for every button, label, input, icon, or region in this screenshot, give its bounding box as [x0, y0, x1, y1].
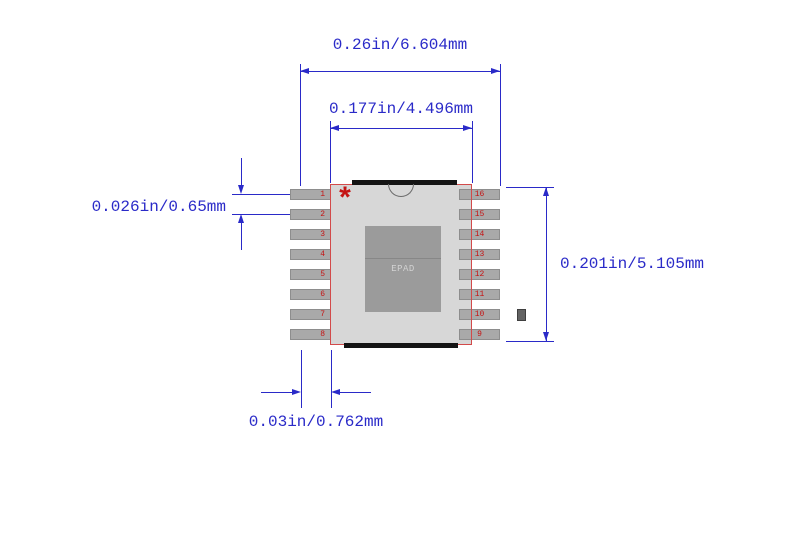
dim-arrowhead — [238, 214, 244, 223]
dim-extension-line — [300, 64, 301, 186]
pin-number: 13 — [474, 250, 485, 259]
dim-arrowhead — [292, 389, 301, 395]
pin-number: 1 — [320, 190, 325, 199]
pin-number: 4 — [320, 250, 325, 259]
dim-arrowhead — [238, 185, 244, 194]
dim-line-pin-pitch — [241, 223, 242, 250]
pin-number: 3 — [320, 230, 325, 239]
pad-left-pin-7: 7 — [290, 309, 331, 320]
dim-extension-line — [232, 194, 290, 195]
pin-number: 16 — [474, 190, 485, 199]
exposed-pad: EPAD — [365, 226, 441, 312]
pad-right-pin-9: 9 — [459, 329, 500, 340]
dim-extension-line — [232, 214, 290, 215]
pin-number: 7 — [320, 310, 325, 319]
pad-right-pin-14: 14 — [459, 229, 500, 240]
dim-label-body-height: 0.201in/5.105mm — [560, 255, 705, 273]
pin1-marker-icon: * — [336, 184, 355, 218]
pin-number: 10 — [474, 310, 485, 319]
pad-left-pin-3: 3 — [290, 229, 331, 240]
dim-extension-line — [301, 350, 302, 408]
epad-divider-line — [365, 258, 441, 259]
orientation-marker — [517, 309, 526, 321]
dim-arrowhead — [300, 68, 309, 74]
epad-label: EPAD — [391, 264, 415, 274]
dim-line-pad-length — [340, 392, 371, 393]
dim-extension-line — [330, 121, 331, 183]
pad-left-pin-5: 5 — [290, 269, 331, 280]
dim-extension-line — [472, 121, 473, 183]
dim-extension-line — [500, 64, 501, 186]
pad-left-pin-2: 2 — [290, 209, 331, 220]
body-edge-bar-top — [352, 180, 457, 185]
pin-number: 11 — [474, 290, 485, 299]
dim-extension-line — [506, 341, 554, 342]
pad-right-pin-16: 16 — [459, 189, 500, 200]
pin-number: 15 — [474, 210, 485, 219]
pad-right-pin-13: 13 — [459, 249, 500, 260]
dim-label-total-width: 0.26in/6.604mm — [332, 36, 468, 54]
pad-left-pin-1: 1 — [290, 189, 331, 200]
pin-number: 14 — [474, 230, 485, 239]
pin-number: 8 — [320, 330, 325, 339]
pad-right-pin-11: 11 — [459, 289, 500, 300]
dim-extension-line — [331, 350, 332, 408]
dim-arrowhead — [331, 389, 340, 395]
dim-arrowhead — [463, 125, 472, 131]
dim-line-body-height — [546, 187, 547, 341]
pad-right-pin-10: 10 — [459, 309, 500, 320]
dim-line-body-width — [330, 128, 472, 129]
body-edge-bar-bottom — [344, 343, 458, 348]
pad-left-pin-4: 4 — [290, 249, 331, 260]
dim-line-pad-length — [261, 392, 292, 393]
pad-right-pin-15: 15 — [459, 209, 500, 220]
pin-number: 9 — [477, 330, 482, 339]
dim-line-total-width — [300, 71, 500, 72]
dim-arrowhead — [491, 68, 500, 74]
dim-arrowhead — [543, 187, 549, 196]
dim-extension-line — [506, 187, 554, 188]
pin-number: 5 — [320, 270, 325, 279]
dim-label-body-width: 0.177in/4.496mm — [328, 100, 474, 118]
pad-right-pin-12: 12 — [459, 269, 500, 280]
dim-arrowhead — [330, 125, 339, 131]
pin-number: 2 — [320, 210, 325, 219]
pin-number: 6 — [320, 290, 325, 299]
dim-line-pin-pitch — [241, 158, 242, 185]
dim-label-pin-pitch: 0.026in/0.65mm — [91, 198, 226, 216]
pad-left-pin-8: 8 — [290, 329, 331, 340]
pin-number: 12 — [474, 270, 485, 279]
dim-arrowhead — [543, 332, 549, 341]
pad-left-pin-6: 6 — [290, 289, 331, 300]
dim-label-pad-length: 0.03in/0.762mm — [248, 413, 384, 431]
